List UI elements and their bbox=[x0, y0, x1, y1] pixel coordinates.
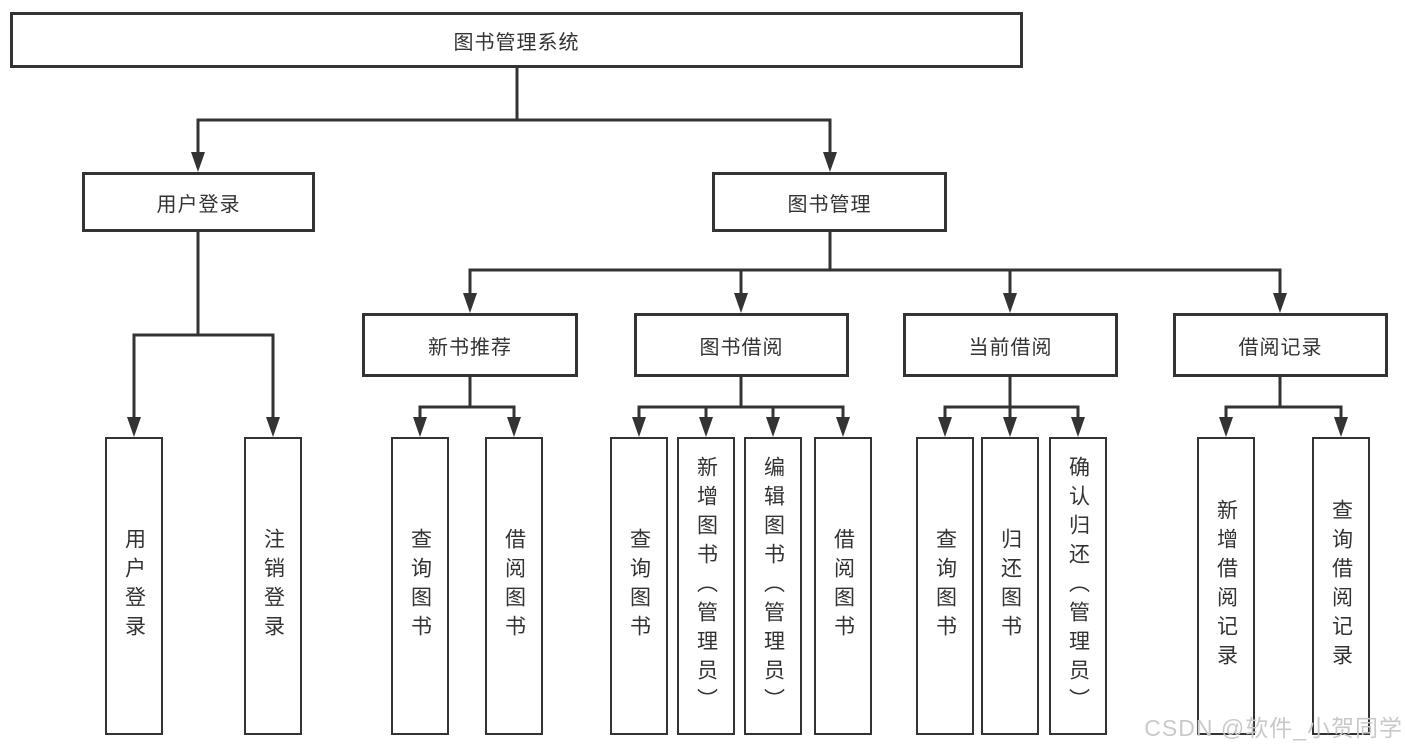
node-book-borrow-label: 图书借阅 bbox=[699, 336, 784, 359]
node-borrow-records-label: 借阅记录 bbox=[1238, 336, 1323, 359]
leaf-label: 查询图书 bbox=[627, 528, 651, 644]
node-root: 图书管理系统 bbox=[10, 12, 1023, 68]
leaf-label: 用户登录 bbox=[122, 528, 146, 644]
leaf-label: 借阅图书 bbox=[831, 528, 855, 644]
csdn-watermark: CSDN @软件_小贺同学 bbox=[1144, 715, 1403, 741]
leaf-label: 查询图书 bbox=[933, 528, 957, 644]
leaf-confirm-return-admin: 确认归还（管理员） bbox=[1049, 437, 1107, 735]
node-book-management-label: 图书管理 bbox=[787, 193, 872, 216]
leaf-query-books-recommend: 查询图书 bbox=[391, 437, 449, 735]
leaf-add-borrow-record: 新增借阅记录 bbox=[1197, 437, 1255, 735]
leaf-label: 查询图书 bbox=[408, 528, 432, 644]
node-current-borrow-label: 当前借阅 bbox=[968, 336, 1053, 359]
leaf-label: 查询借阅记录 bbox=[1329, 499, 1353, 673]
node-book-borrow: 图书借阅 bbox=[634, 313, 849, 377]
arrowheads bbox=[127, 152, 1348, 437]
leaf-logout: 注销登录 bbox=[244, 437, 302, 735]
leaf-edit-book-admin: 编辑图书（管理员） bbox=[744, 437, 802, 735]
leaf-user-login: 用户登录 bbox=[105, 437, 163, 735]
node-user-login: 用户登录 bbox=[82, 172, 315, 232]
leaf-label: 注销登录 bbox=[261, 528, 285, 644]
node-current-borrow: 当前借阅 bbox=[903, 313, 1118, 377]
leaf-return-books: 归还图书 bbox=[981, 437, 1039, 735]
leaf-query-books-borrow: 查询图书 bbox=[610, 437, 668, 735]
leaf-borrow-books-recommend: 借阅图书 bbox=[485, 437, 543, 735]
leaf-query-books-current: 查询图书 bbox=[916, 437, 974, 735]
leaf-label: 编辑图书（管理员） bbox=[761, 455, 785, 717]
leaf-borrow-books: 借阅图书 bbox=[814, 437, 872, 735]
leaf-query-borrow-record: 查询借阅记录 bbox=[1312, 437, 1370, 735]
leaf-label: 新增借阅记录 bbox=[1214, 499, 1238, 673]
node-new-book-recommend: 新书推荐 bbox=[362, 313, 578, 377]
leaf-add-book-admin: 新增图书（管理员） bbox=[677, 437, 735, 735]
node-root-label: 图书管理系统 bbox=[453, 31, 580, 54]
leaf-label: 确认归还（管理员） bbox=[1066, 455, 1090, 717]
node-new-book-recommend-label: 新书推荐 bbox=[428, 336, 512, 359]
node-user-login-label: 用户登录 bbox=[156, 193, 241, 216]
leaf-label: 归还图书 bbox=[998, 528, 1022, 644]
leaf-label: 借阅图书 bbox=[502, 528, 526, 644]
leaf-label: 新增图书（管理员） bbox=[694, 455, 718, 717]
node-book-management: 图书管理 bbox=[712, 172, 947, 232]
node-borrow-records: 借阅记录 bbox=[1173, 313, 1388, 377]
